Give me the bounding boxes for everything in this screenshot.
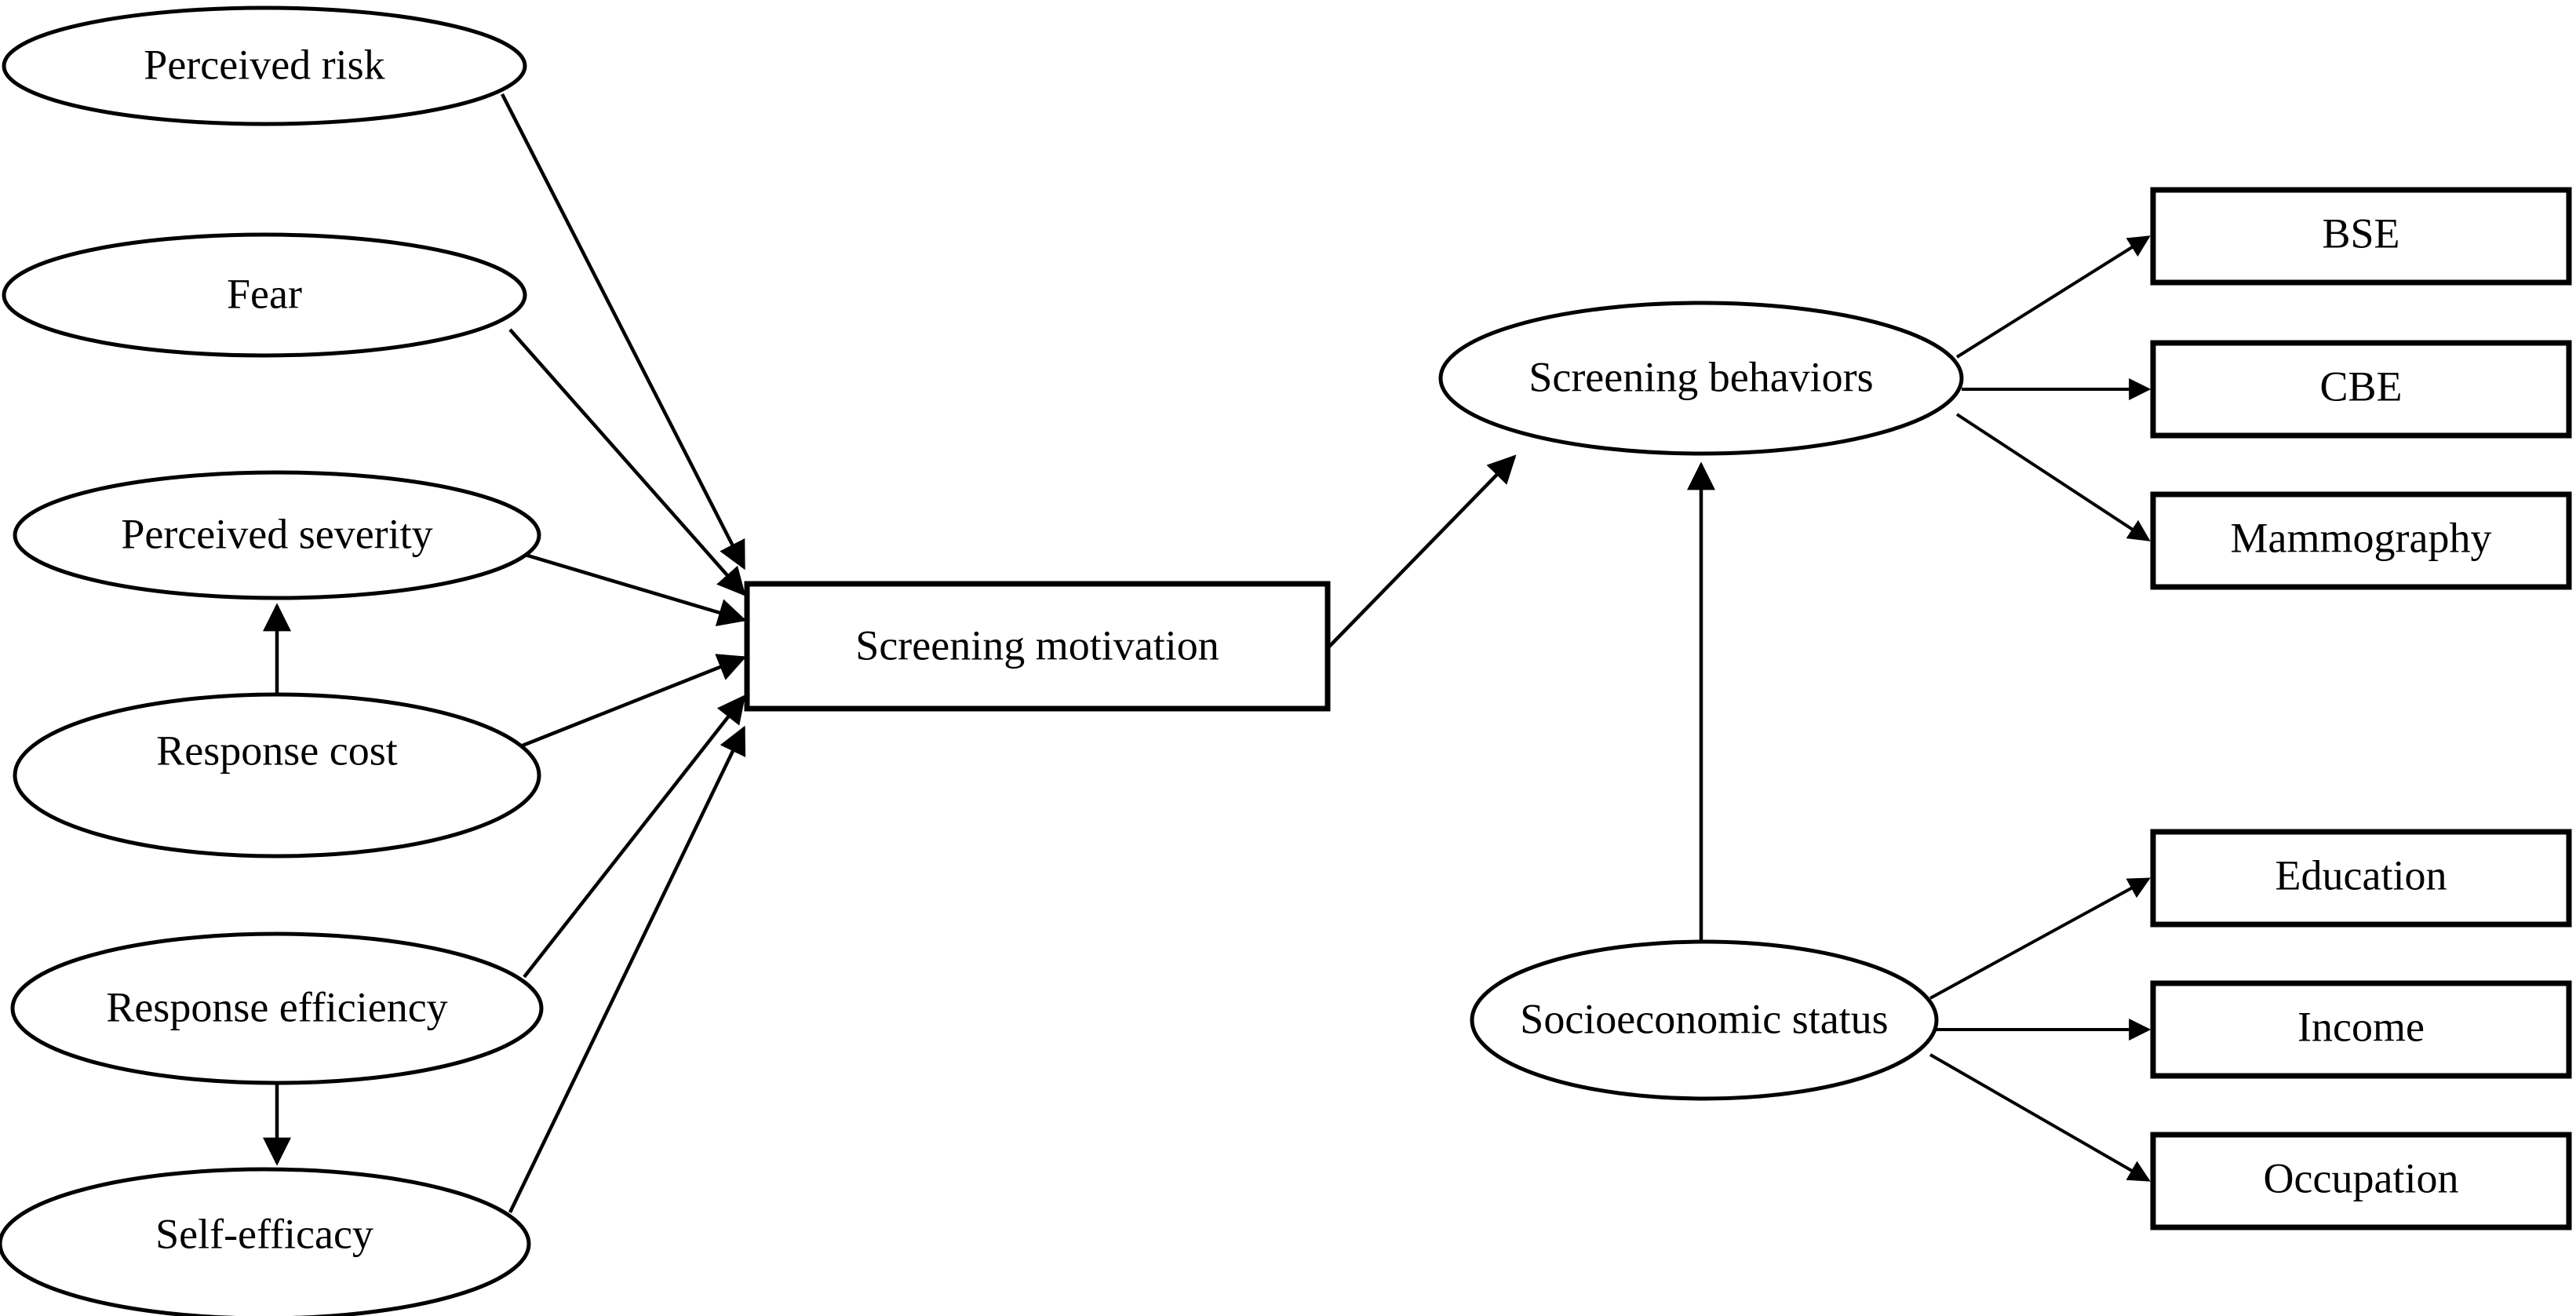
bse-label: BSE	[2322, 210, 2399, 257]
edge-group-predictors-to-motivation	[500, 93, 747, 1213]
income-rect[interactable]	[2150, 980, 2572, 1079]
education-label: Education	[2275, 851, 2447, 899]
node-bse[interactable]: BSE	[2150, 187, 2572, 286]
node-socioeconomic-status[interactable]: Socioeconomic status	[1470, 939, 1939, 1101]
occupation-rect[interactable]	[2150, 1132, 2572, 1230]
edge-response-efficiency-to-screening-motivation	[523, 694, 746, 979]
screening-motivation-rect[interactable]	[744, 581, 1331, 712]
node-self-efficacy[interactable]: Self-efficacy	[0, 1167, 531, 1316]
edge-screening-motivation-to-screening-behaviors	[1326, 454, 1517, 650]
edge-perceived-risk-to-screening-motivation	[500, 93, 746, 571]
node-perceived-severity[interactable]: Perceived severity	[13, 470, 541, 600]
screening-behaviors-label: Screening behaviors	[1528, 353, 1873, 400]
bse-rect[interactable]	[2150, 187, 2572, 286]
response-efficiency-label: Response efficiency	[106, 983, 447, 1030]
cbe-label: CBE	[2319, 363, 2402, 410]
response-cost-ellipse[interactable]	[13, 692, 541, 858]
cbe-rect[interactable]	[2150, 340, 2572, 439]
edge-perceived-severity-to-screening-motivation	[522, 552, 747, 627]
edge-fear-to-screening-motivation	[508, 328, 746, 596]
edge-socioeconomic-status-to-education	[1929, 877, 2151, 1000]
perceived-severity-ellipse[interactable]	[13, 470, 541, 600]
fear-ellipse[interactable]	[2, 232, 527, 358]
edge-socioeconomic-status-to-occupation	[1929, 1053, 2151, 1182]
perceived-severity-label: Perceived severity	[121, 510, 432, 557]
socioeconomic-status-ellipse[interactable]	[1470, 939, 1939, 1101]
mammography-label: Mammography	[2231, 514, 2492, 561]
income-label: Income	[2297, 1003, 2425, 1050]
response-cost-label: Response cost	[156, 727, 397, 774]
node-income[interactable]: Income	[2150, 980, 2572, 1079]
node-response-cost[interactable]: Response cost	[13, 692, 541, 858]
node-response-efficiency[interactable]: Response efficiency	[10, 931, 544, 1085]
node-cbe[interactable]: CBE	[2150, 340, 2572, 439]
perceived-risk-ellipse[interactable]	[2, 5, 527, 126]
node-perceived-risk[interactable]: Perceived risk	[2, 5, 527, 126]
mammography-rect[interactable]	[2150, 491, 2572, 590]
edge-screening-behaviors-to-bse	[1955, 235, 2151, 359]
occupation-label: Occupation	[2264, 1154, 2459, 1201]
screening-motivation-label: Screening motivation	[855, 622, 1219, 669]
self-efficacy-label: Self-efficacy	[155, 1210, 373, 1257]
node-mammography[interactable]: Mammography	[2150, 491, 2572, 590]
edge-response-cost-to-screening-motivation	[522, 654, 747, 748]
edge-self-efficacy-to-screening-motivation	[508, 725, 746, 1213]
node-occupation[interactable]: Occupation	[2150, 1132, 2572, 1230]
self-efficacy-ellipse[interactable]	[0, 1167, 531, 1316]
perceived-risk-label: Perceived risk	[144, 41, 384, 88]
node-screening-behaviors[interactable]: Screening behaviors	[1438, 301, 1964, 456]
fear-label: Fear	[227, 270, 302, 317]
node-education[interactable]: Education	[2150, 829, 2572, 928]
edge-group-ses-to-indicators	[1929, 877, 2152, 1182]
education-rect[interactable]	[2150, 829, 2572, 928]
edge-group-behaviors-to-indicators	[1955, 235, 2152, 541]
response-efficiency-ellipse[interactable]	[10, 931, 544, 1085]
edge-screening-behaviors-to-mammography	[1955, 413, 2151, 541]
node-fear[interactable]: Fear	[2, 232, 527, 358]
socioeconomic-status-label: Socioeconomic status	[1520, 995, 1888, 1042]
screening-behaviors-ellipse[interactable]	[1438, 301, 1964, 456]
node-screening-motivation[interactable]: Screening motivation	[744, 581, 1331, 712]
